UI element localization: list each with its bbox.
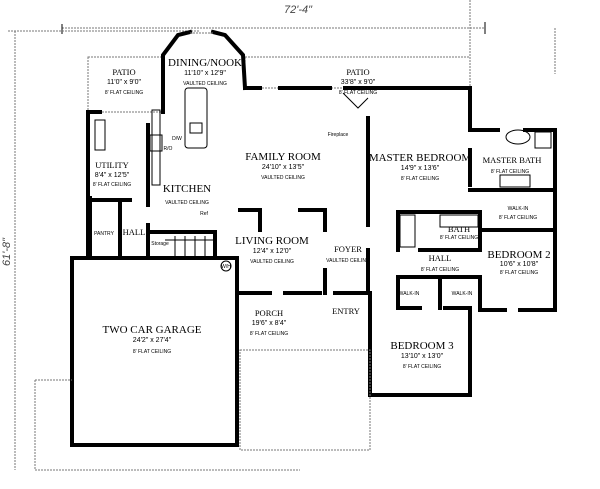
svg-text:PATIO: PATIO — [346, 67, 369, 77]
label-dishwasher: D/W — [172, 136, 182, 142]
room-utility: UTILITY 8'4" x 12'5" 8' FLAT CEILING — [93, 160, 131, 188]
svg-text:8' FLAT CEILING: 8' FLAT CEILING — [105, 90, 143, 96]
room-foyer: FOYER VAULTED CEILING — [326, 244, 370, 264]
svg-text:33'8" x 9'0": 33'8" x 9'0" — [341, 79, 376, 86]
room-entry: ENTRY — [332, 306, 360, 316]
svg-text:24'10" x 13'5": 24'10" x 13'5" — [262, 164, 305, 171]
svg-text:11'0" x 9'0": 11'0" x 9'0" — [107, 79, 141, 86]
svg-text:PORCH: PORCH — [255, 308, 283, 318]
svg-text:VAULTED CEILING: VAULTED CEILING — [261, 175, 305, 181]
dining-bay-wall-left — [161, 29, 193, 114]
svg-text:BEDROOM 3: BEDROOM 3 — [390, 340, 454, 352]
svg-text:VAULTED CEILING: VAULTED CEILING — [250, 259, 294, 265]
svg-text:MASTER BATH: MASTER BATH — [483, 155, 542, 165]
room-living-room: LIVING ROOM 12'4" x 12'0" VAULTED CEILIN… — [235, 235, 309, 265]
svg-text:8' FLAT CEILING: 8' FLAT CEILING — [421, 267, 459, 273]
svg-text:14'9" x 13'6": 14'9" x 13'6" — [401, 165, 440, 172]
washer-dryer-icon — [94, 119, 106, 151]
label-storage: Storage — [151, 241, 169, 247]
tub-icon — [505, 129, 531, 145]
room-bedroom-2: BEDROOM 2 10'6" x 10'8" 8' FLAT CEILING — [487, 249, 550, 276]
room-dining-nook: DINING/NOOK 11'10" x 12'9" VAULTED CEILI… — [168, 57, 242, 87]
bath-vanity-icon — [439, 214, 479, 228]
label-walk-in-b: WALK-IN — [452, 291, 473, 297]
svg-text:8' FLAT CEILING: 8' FLAT CEILING — [440, 235, 478, 241]
label-pantry: PANTRY — [94, 231, 114, 237]
porch-steps — [239, 349, 371, 451]
room-master-bedroom: MASTER BEDROOM 14'9" x 13'6" 8' FLAT CEI… — [369, 152, 472, 182]
svg-text:KITCHEN: KITCHEN — [163, 183, 211, 195]
dining-bay-wall-right — [210, 29, 248, 91]
bathtub-icon — [399, 214, 416, 248]
room-two-car-garage: TWO CAR GARAGE 24'2" x 27'4" 8' FLAT CEI… — [103, 324, 202, 355]
svg-text:FOYER: FOYER — [334, 244, 362, 254]
shower-icon — [534, 131, 552, 149]
svg-text:BEDROOM 2: BEDROOM 2 — [487, 249, 550, 261]
kitchen-island — [184, 87, 208, 149]
water-heater-icon — [220, 260, 232, 272]
sink-icon — [189, 122, 203, 134]
label-fireplace: Fireplace — [328, 132, 349, 138]
svg-text:VAULTED CEILING: VAULTED CEILING — [183, 81, 227, 87]
svg-text:11'10" x 12'9": 11'10" x 12'9" — [184, 70, 226, 77]
svg-text:FAMILY ROOM: FAMILY ROOM — [245, 151, 321, 163]
svg-text:8' FLAT CEILING: 8' FLAT CEILING — [250, 331, 288, 337]
width-dimension: 72'-4" — [284, 4, 313, 16]
room-master-bath: MASTER BATH 8' FLAT CEILING — [483, 155, 542, 175]
fixtures — [94, 87, 552, 272]
depth-dimension: 61'-8" — [1, 237, 13, 266]
svg-text:19'6" x 8'4": 19'6" x 8'4" — [252, 320, 287, 327]
svg-text:TWO CAR GARAGE: TWO CAR GARAGE — [103, 324, 202, 336]
svg-text:8' FLAT CEILING: 8' FLAT CEILING — [403, 364, 441, 370]
svg-text:10'6" x 10'8": 10'6" x 10'8" — [500, 261, 539, 268]
label-water-heater: W/H — [221, 264, 231, 270]
room-patio-left: PATIO 11'0" x 9'0" 8' FLAT CEILING — [105, 67, 143, 96]
svg-text:8' FLAT CEILING: 8' FLAT CEILING — [499, 215, 537, 221]
svg-text:12'4" x 12'0": 12'4" x 12'0" — [253, 248, 292, 255]
range-icon — [149, 134, 163, 152]
vanity-icon — [499, 174, 531, 188]
label-range-oven: R/O — [164, 146, 173, 152]
fireplace-icon — [342, 92, 369, 109]
svg-text:DINING/NOOK: DINING/NOOK — [168, 57, 242, 69]
svg-text:LIVING ROOM: LIVING ROOM — [235, 235, 309, 247]
svg-text:WALK-IN: WALK-IN — [508, 206, 529, 212]
interior-walls — [86, 116, 557, 310]
svg-text:HALL: HALL — [429, 253, 452, 263]
svg-text:8' FLAT CEILING: 8' FLAT CEILING — [500, 270, 538, 276]
svg-text:BATH: BATH — [448, 224, 470, 234]
svg-text:8' FLAT CEILING: 8' FLAT CEILING — [93, 182, 131, 188]
svg-text:8' FLAT CEILING: 8' FLAT CEILING — [339, 90, 377, 96]
label-hall: HALL — [123, 227, 146, 237]
room-hall: HALL 8' FLAT CEILING — [421, 253, 459, 273]
counter — [151, 109, 161, 186]
room-patio-right: PATIO 33'8" x 9'0" 8' FLAT CEILING — [339, 67, 377, 96]
label-refrigerator: Ref — [200, 211, 208, 217]
label-walk-in-a: WALK-IN — [399, 291, 420, 297]
svg-text:UTILITY: UTILITY — [95, 160, 129, 170]
svg-text:8' FLAT CEILING: 8' FLAT CEILING — [133, 349, 171, 355]
svg-text:8'4" x 12'5": 8'4" x 12'5" — [95, 172, 130, 179]
exterior-walls — [70, 86, 557, 447]
room-family-room: FAMILY ROOM 24'10" x 13'5" VAULTED CEILI… — [245, 151, 321, 181]
svg-text:8' FLAT CEILING: 8' FLAT CEILING — [401, 176, 439, 182]
room-walk-in-master: WALK-IN 8' FLAT CEILING — [499, 206, 537, 221]
room-kitchen: KITCHEN VAULTED CEILING — [163, 183, 211, 206]
svg-text:VAULTED CEILING: VAULTED CEILING — [326, 258, 370, 264]
room-bedroom-3: BEDROOM 3 13'10" x 13'0" 8' FLAT CEILING — [390, 340, 454, 370]
svg-text:13'10" x 13'0": 13'10" x 13'0" — [401, 353, 444, 360]
svg-text:MASTER BEDROOM: MASTER BEDROOM — [369, 152, 472, 164]
svg-text:PATIO: PATIO — [112, 67, 135, 77]
room-porch: PORCH 19'6" x 8'4" 8' FLAT CEILING — [250, 308, 288, 337]
room-bath: BATH 8' FLAT CEILING — [440, 224, 478, 241]
svg-text:24'2" x 27'4": 24'2" x 27'4" — [133, 337, 172, 344]
svg-text:8' FLAT CEILING: 8' FLAT CEILING — [491, 169, 529, 175]
svg-text:VAULTED CEILING: VAULTED CEILING — [165, 200, 209, 206]
